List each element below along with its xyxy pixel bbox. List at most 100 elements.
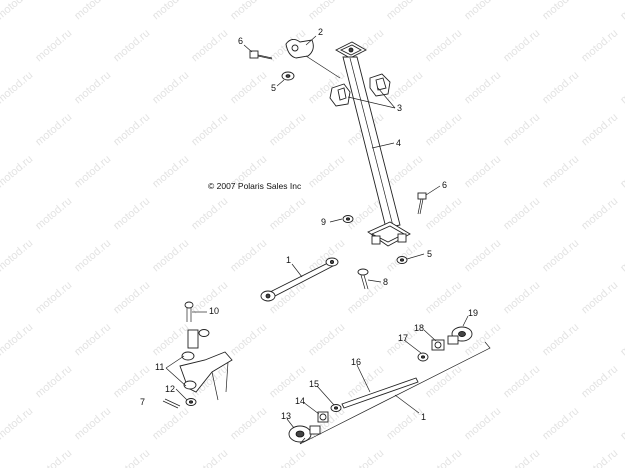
watermark-text: motod.ru [111, 363, 152, 400]
link-rod-part [260, 257, 339, 302]
watermark-text: motod.ru [228, 405, 269, 442]
watermark-text: motod.ru [423, 447, 464, 468]
watermark-text: motod.ru [111, 447, 152, 468]
watermark-text: motod.ru [579, 447, 620, 468]
watermark-text: motod.ru [150, 0, 191, 22]
nut-part [330, 404, 342, 412]
bolt-part [249, 50, 273, 60]
nut-part [342, 215, 354, 223]
ball-joint-part [317, 411, 329, 423]
callout-19: 19 [468, 308, 478, 318]
watermark-text: motod.ru [267, 447, 308, 468]
cotter-pin-part [162, 398, 181, 409]
watermark-text: motod.ru [0, 237, 35, 274]
callout-2: 2 [318, 27, 323, 37]
watermark-text: motod.ru [72, 237, 113, 274]
watermark-text: motod.ru [384, 405, 425, 442]
callout-5: 5 [271, 83, 276, 93]
watermark-text: motod.ru [228, 237, 269, 274]
watermark-text: motod.ru [501, 363, 542, 400]
watermark-text: motod.ru [345, 279, 386, 316]
rod-end-part [447, 326, 473, 345]
watermark-text: motod.ru [462, 153, 503, 190]
watermark-text: motod.ru [423, 27, 464, 64]
ball-joint-part [431, 339, 445, 351]
watermark-text: motod.ru [33, 447, 74, 468]
callout-7: 7 [140, 397, 145, 407]
watermark-text: motod.ru [111, 27, 152, 64]
callout-3: 3 [397, 103, 402, 113]
watermark-text: motod.ru [0, 153, 35, 190]
tie-rod-part [341, 377, 419, 409]
watermark-text: motod.ru [0, 0, 35, 22]
pin-part [357, 268, 369, 290]
callout-11: 11 [155, 362, 164, 372]
watermark-text: motod.ru [423, 279, 464, 316]
watermark-text: motod.ru [228, 0, 269, 22]
watermark-text: motod.ru [111, 195, 152, 232]
watermark-text: motod.ru [72, 69, 113, 106]
watermark-text: motod.ru [501, 27, 542, 64]
watermark-text: motod.ru [579, 195, 620, 232]
watermark-text: motod.ru [306, 405, 347, 442]
watermark-text: motod.ru [345, 447, 386, 468]
callout-6: 6 [442, 180, 447, 190]
watermark-text: motod.ru [228, 69, 269, 106]
watermark-text: motod.ru [267, 363, 308, 400]
watermark-text: motod.ru [33, 195, 74, 232]
watermark-text: motod.ru [618, 237, 625, 274]
watermark-text: motod.ru [540, 237, 581, 274]
watermark-text: motod.ru [618, 321, 625, 358]
nut-part [281, 71, 295, 81]
watermark-text: motod.ru [423, 111, 464, 148]
watermark-text: motod.ru [189, 447, 230, 468]
callout-18: 18 [414, 323, 424, 333]
watermark-text: motod.ru [0, 405, 35, 442]
watermark-text: motod.ru [540, 321, 581, 358]
watermark-text: motod.ru [0, 69, 35, 106]
callout-1: 1 [286, 255, 291, 265]
callout-1: 1 [421, 412, 426, 422]
watermark-text: motod.ru [111, 111, 152, 148]
watermark-text: motod.ru [501, 111, 542, 148]
callout-16: 16 [351, 357, 361, 367]
watermark-text: motod.ru [33, 111, 74, 148]
rod-end-part [288, 425, 321, 443]
watermark-text: motod.ru [579, 279, 620, 316]
watermark-text: motod.ru [189, 111, 230, 148]
watermark-text: motod.ru [0, 321, 35, 358]
watermark-text: motod.ru [501, 195, 542, 232]
watermark-text: motod.ru [228, 321, 269, 358]
callout-5: 5 [427, 249, 432, 259]
callout-15: 15 [309, 379, 319, 389]
watermark-text: motod.ru [540, 405, 581, 442]
watermark-text: motod.ru [72, 321, 113, 358]
nut-part [185, 398, 197, 406]
watermark-text: motod.ru [618, 153, 625, 190]
watermark-text: motod.ru [72, 153, 113, 190]
watermark-text: motod.ru [267, 111, 308, 148]
callout-9: 9 [321, 217, 326, 227]
watermark-text: motod.ru [579, 363, 620, 400]
watermark-text: motod.ru [618, 69, 625, 106]
watermark-text: motod.ru [150, 69, 191, 106]
callout-6: 6 [238, 36, 243, 46]
bolt-part [417, 192, 427, 215]
callout-14: 14 [295, 396, 305, 406]
watermark-text: motod.ru [306, 321, 347, 358]
watermark-text: motod.ru [579, 27, 620, 64]
watermark-text: motod.ru [306, 0, 347, 22]
watermark-text: motod.ru [384, 0, 425, 22]
callout-12: 12 [165, 384, 175, 394]
watermark-text: motod.ru [462, 237, 503, 274]
watermark-text: motod.ru [384, 153, 425, 190]
bushing-part [329, 73, 391, 107]
watermark-text: motod.ru [423, 195, 464, 232]
watermark-text: motod.ru [72, 405, 113, 442]
callout-4: 4 [396, 138, 401, 148]
watermark-text: motod.ru [150, 405, 191, 442]
bolt-part [184, 301, 194, 322]
callout-10: 10 [209, 306, 219, 316]
watermark-text: motod.ru [267, 195, 308, 232]
